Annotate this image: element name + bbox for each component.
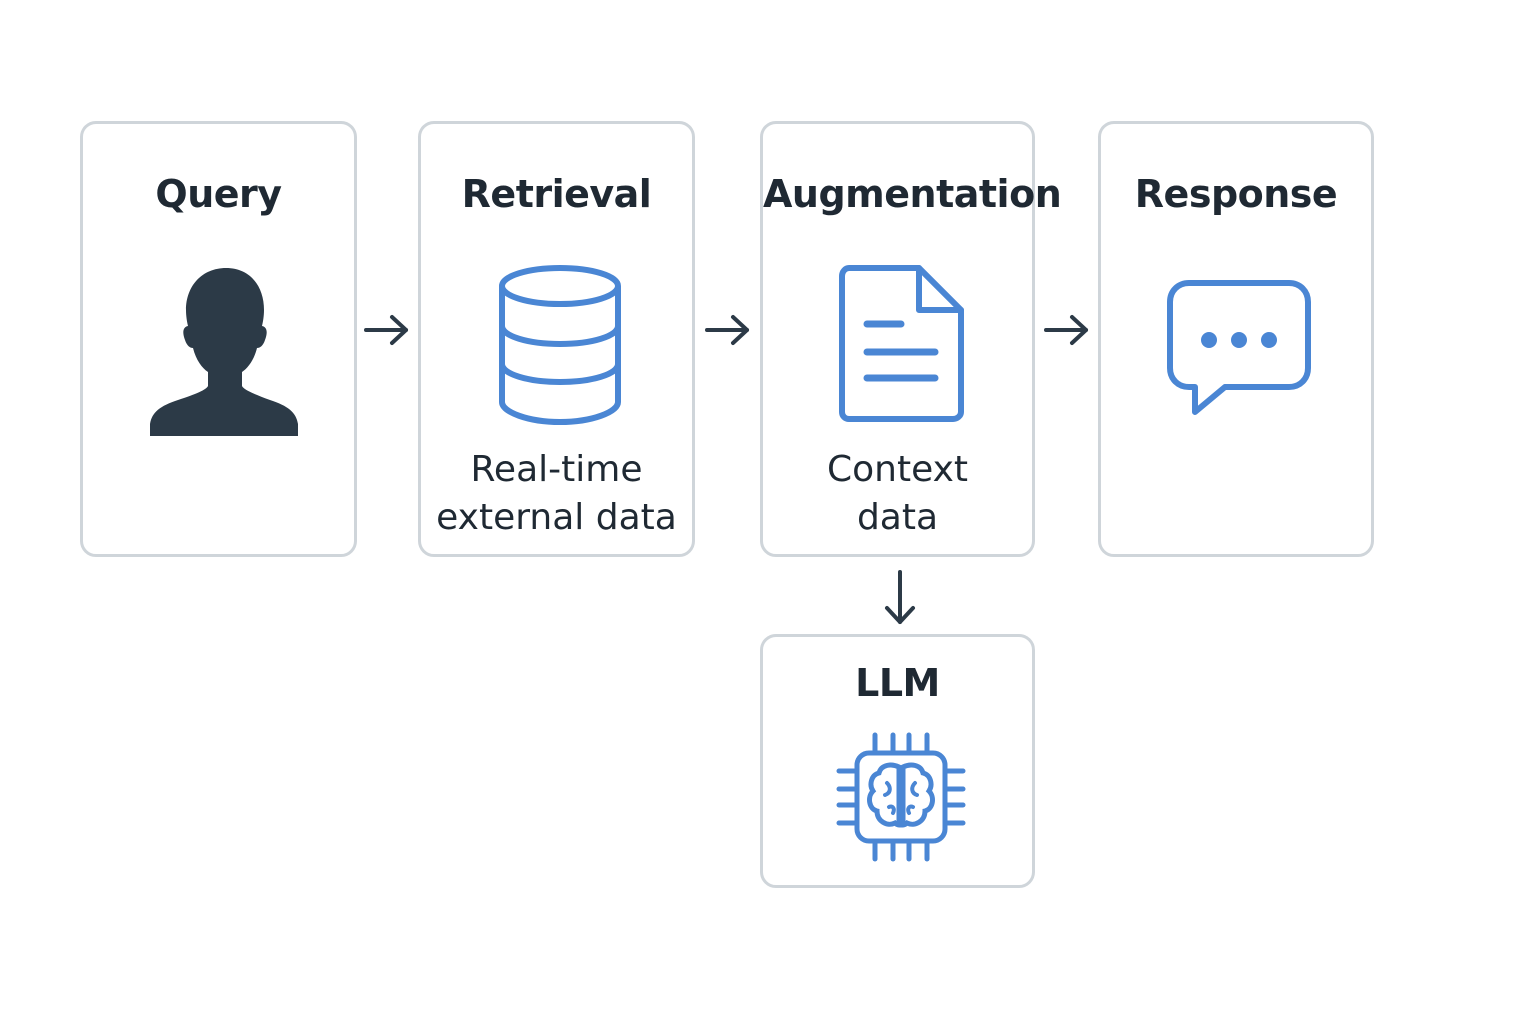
arrow-down-icon (885, 570, 915, 624)
response-title: Response (1134, 172, 1338, 216)
brain-chip-icon (836, 732, 966, 862)
arrow-right-icon (364, 315, 408, 345)
retrieval-caption: Real-time external data (436, 449, 677, 538)
query-title: Query (155, 172, 282, 216)
user-silhouette-icon (150, 268, 298, 436)
query-card: Query (80, 121, 357, 557)
llm-card: LLM (760, 634, 1035, 888)
response-card: Response (1098, 121, 1374, 557)
retrieval-title: Retrieval (461, 172, 652, 216)
chat-bubble-icon (1167, 280, 1311, 415)
augmentation-caption: Context data (826, 449, 969, 538)
llm-title: LLM (855, 661, 940, 705)
augmentation-card: Augmentation Context data (760, 121, 1062, 557)
retrieval-card: Retrieval Real-time external data (418, 121, 695, 557)
arrow-right-icon (1044, 315, 1088, 345)
augmentation-title: Augmentation (763, 172, 1062, 216)
database-icon (499, 265, 621, 426)
document-icon (839, 265, 964, 422)
arrow-right-icon (705, 315, 749, 345)
